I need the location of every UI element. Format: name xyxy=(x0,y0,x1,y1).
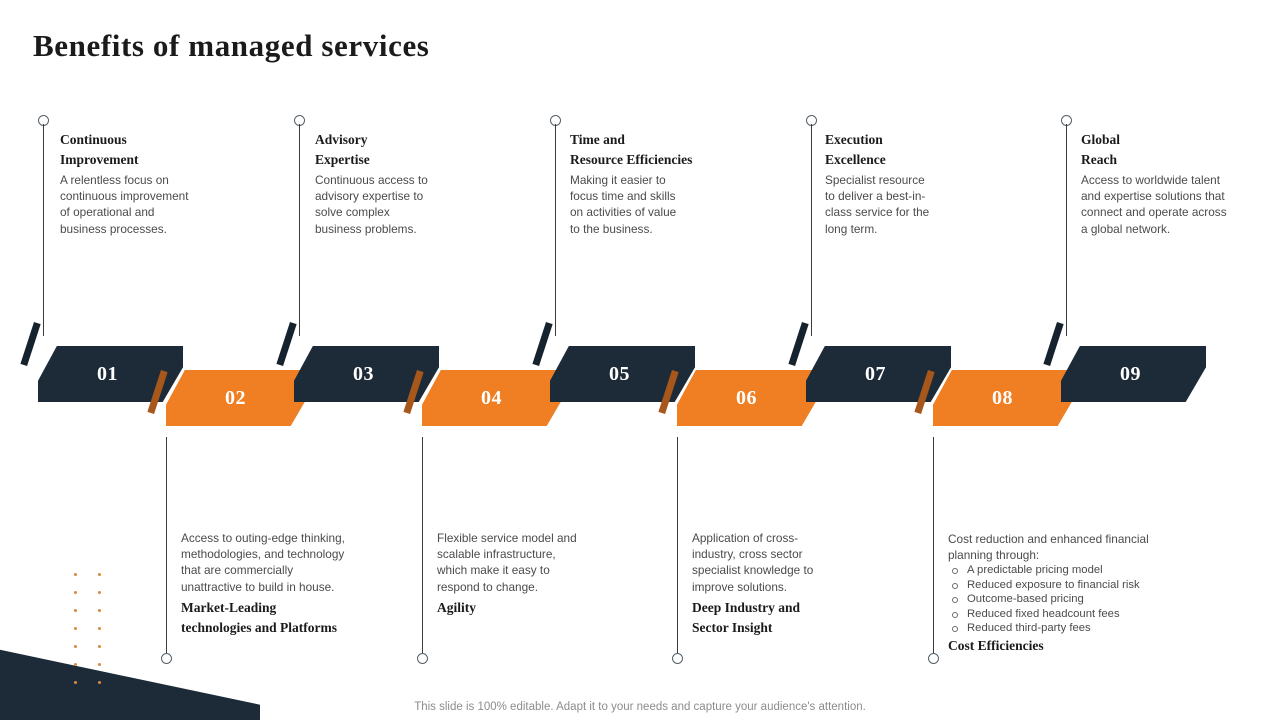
connector-line-01 xyxy=(43,124,44,336)
connector-line-03 xyxy=(299,124,300,336)
connector-line-06 xyxy=(677,437,678,655)
bottom-body-08: Cost reduction and enhanced financial pl… xyxy=(948,532,1149,563)
page-title: Benefits of managed services xyxy=(33,28,430,63)
list-item: Reduced exposure to financial risk xyxy=(948,578,1198,593)
top-heading-03: Advisory Expertise xyxy=(315,132,370,167)
chevron-number-04: 04 xyxy=(481,386,502,409)
top-block-09: Global Reach Access to worldwide talent … xyxy=(1081,130,1280,237)
bottom-heading-04: Agility xyxy=(437,599,476,615)
bottom-heading-02: Market-Leading technologies and Platform… xyxy=(181,599,337,635)
chevron-number-03: 03 xyxy=(353,362,374,385)
chevron-tail-07 xyxy=(788,322,809,367)
top-heading-05: Time and Resource Efficiencies xyxy=(570,132,693,167)
chevron-02[interactable]: 02 xyxy=(166,370,311,426)
list-item: A predictable pricing model xyxy=(948,563,1198,578)
chevron-number-07: 07 xyxy=(865,362,886,385)
connector-dot-02 xyxy=(161,653,172,664)
bottom-body-06: Application of cross- industry, cross se… xyxy=(692,531,814,594)
bottom-heading-06: Deep Industry and Sector Insight xyxy=(692,599,801,635)
top-block-03: Advisory Expertise Continuous access to … xyxy=(315,130,515,237)
bottom-bullet-list-08: A predictable pricing model Reduced expo… xyxy=(948,563,1198,636)
bottom-block-02: Access to outing-edge thinking, methodol… xyxy=(181,530,386,638)
chevron-number-01: 01 xyxy=(97,362,118,385)
bottom-block-06: Application of cross- industry, cross se… xyxy=(692,530,892,638)
chevron-number-09: 09 xyxy=(1120,362,1141,385)
connector-line-04 xyxy=(422,437,423,655)
chevron-tail-03 xyxy=(276,322,297,367)
top-heading-07: Execution Excellence xyxy=(825,132,886,167)
connector-dot-06 xyxy=(672,653,683,664)
bottom-body-04: Flexible service model and scalable infr… xyxy=(437,531,577,594)
connector-line-08 xyxy=(933,437,934,655)
connector-line-02 xyxy=(166,437,167,655)
bottom-block-08: Cost reduction and enhanced financial pl… xyxy=(948,531,1198,656)
top-heading-09: Global Reach xyxy=(1081,132,1121,167)
top-body-03: Continuous access to advisory expertise … xyxy=(315,173,428,236)
chevron-number-08: 08 xyxy=(992,386,1013,409)
chevron-number-02: 02 xyxy=(225,386,246,409)
chevron-tail-09 xyxy=(1043,322,1064,367)
chevron-tail-01 xyxy=(20,322,41,367)
chevron-08[interactable]: 08 xyxy=(933,370,1078,426)
bottom-block-04: Flexible service model and scalable infr… xyxy=(437,530,637,618)
top-heading-01: Continuous Improvement xyxy=(60,132,139,167)
top-body-07: Specialist resource to deliver a best-in… xyxy=(825,173,930,236)
list-item: Reduced fixed headcount fees xyxy=(948,607,1198,622)
chevron-number-06: 06 xyxy=(736,386,757,409)
bottom-heading-08: Cost Efficiencies xyxy=(948,637,1044,653)
connector-line-05 xyxy=(555,124,556,336)
connector-line-07 xyxy=(811,124,812,336)
top-body-01: A relentless focus on continuous improve… xyxy=(60,173,189,236)
chevron-06[interactable]: 06 xyxy=(677,370,822,426)
connector-dot-08 xyxy=(928,653,939,664)
bottom-body-02: Access to outing-edge thinking, methodol… xyxy=(181,531,345,594)
top-block-07: Execution Excellence Specialist resource… xyxy=(825,130,1025,237)
list-item: Reduced third-party fees xyxy=(948,621,1198,636)
top-body-09: Access to worldwide talent and expertise… xyxy=(1081,173,1227,236)
top-body-05: Making it easier to focus time and skill… xyxy=(570,173,677,236)
list-item: Outcome-based pricing xyxy=(948,592,1198,607)
footer-note: This slide is 100% editable. Adapt it to… xyxy=(414,701,866,713)
top-block-05: Time and Resource Efficiencies Making it… xyxy=(570,130,785,237)
chevron-04[interactable]: 04 xyxy=(422,370,567,426)
chevron-number-05: 05 xyxy=(609,362,630,385)
dot-grid-decoration xyxy=(72,566,120,692)
connector-line-09 xyxy=(1066,124,1067,336)
chevron-09[interactable]: 09 xyxy=(1061,346,1206,402)
connector-dot-04 xyxy=(417,653,428,664)
chevron-tail-05 xyxy=(532,322,553,367)
top-block-01: Continuous Improvement A relentless focu… xyxy=(60,130,260,237)
